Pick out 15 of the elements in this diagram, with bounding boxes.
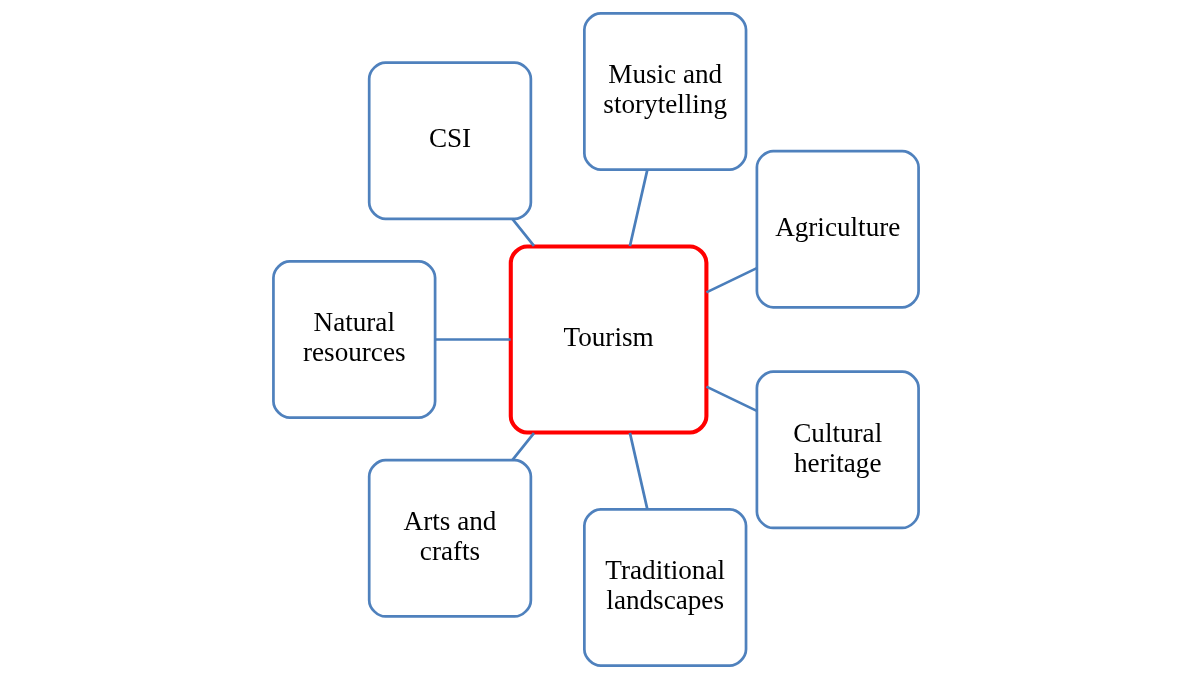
node-box: Tourism xyxy=(508,244,709,435)
connector xyxy=(435,338,511,341)
node-box: Traditional landscapes xyxy=(583,507,748,667)
connector xyxy=(511,217,536,247)
node-box: Cultural heritage xyxy=(755,370,920,530)
node-box: Natural resources xyxy=(272,260,437,419)
node-box: CSI xyxy=(367,61,533,221)
connector xyxy=(511,432,536,462)
connector xyxy=(628,432,649,510)
node-box: Music and storytelling xyxy=(583,12,748,172)
connector xyxy=(628,169,649,247)
node-box: Arts and crafts xyxy=(367,458,533,618)
connector xyxy=(705,266,758,294)
connector xyxy=(705,385,758,413)
node-box: Agriculture xyxy=(755,149,920,309)
